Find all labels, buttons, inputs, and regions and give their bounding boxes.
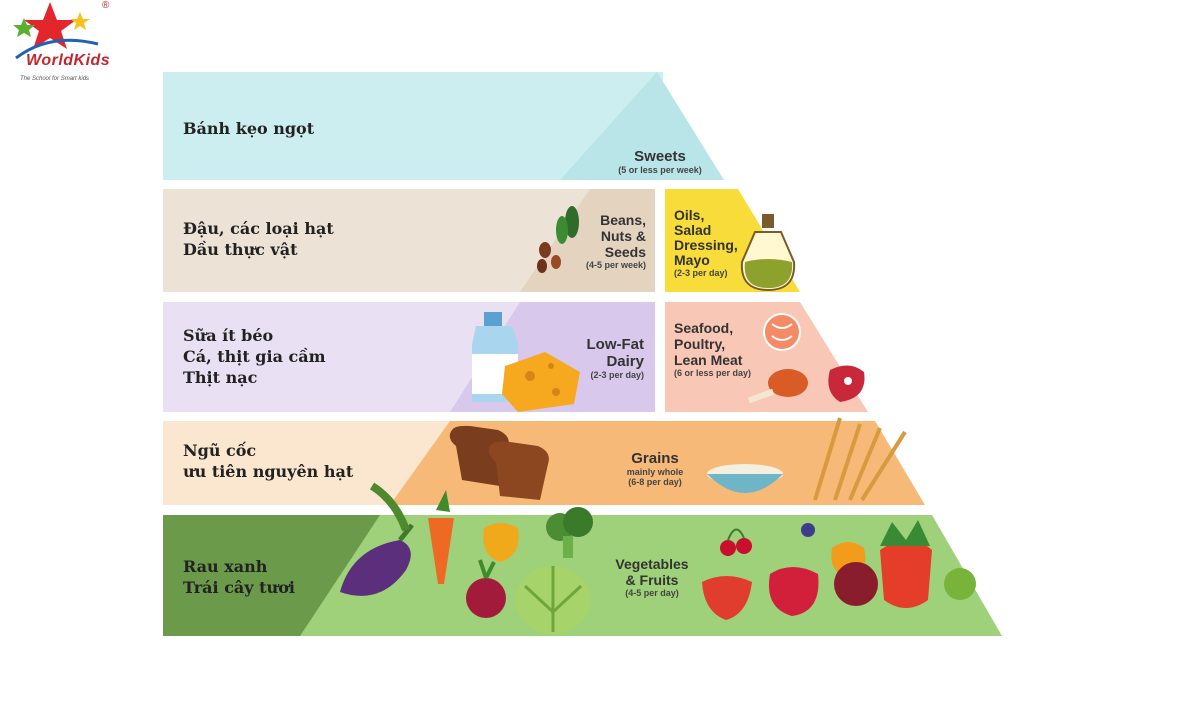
dairy-illustration — [472, 312, 580, 412]
tier-meat — [665, 302, 868, 412]
tier-sweets — [560, 72, 724, 180]
level-label-grains-vn: Ngũ cốc ưu tiên nguyên hạt — [183, 441, 354, 481]
logo-tagline: The School for Smart kids — [20, 76, 90, 82]
worldkids-logo: ® WorldKids The School for Smart kids — [10, 0, 120, 90]
oil-bottle-illustration — [740, 214, 796, 292]
level-label-sweets-vn: Bánh kẹo ngọt — [183, 119, 315, 138]
star-icon — [13, 2, 99, 60]
meat-illustration — [747, 313, 865, 404]
grains-illustration — [449, 417, 907, 502]
level-label-vegetables-vn: Rau xanh Trái cây tươi — [183, 557, 295, 597]
level-label-beans-vn: Đậu, các loại hạt Dầu thực vật — [183, 219, 334, 259]
registered-mark: ® — [102, 0, 110, 11]
group-label-dairy: Low-Fat Dairy (2-3 per day) — [586, 336, 645, 380]
level-label-dairy-vn: Sữa ít béo Cá, thịt gia cầm Thịt nạc — [183, 326, 326, 387]
logo-name: WorldKids — [26, 52, 111, 69]
vegetables-fruits-illustration — [340, 482, 976, 634]
group-label-meat: Seafood, Poultry, Lean Meat (6 or less p… — [674, 320, 752, 378]
beans-illustration — [537, 206, 579, 273]
group-label-vegetables-fruits: Vegetables & Fruits (4-5 per day) — [615, 556, 689, 598]
group-label-oils: Oils, Salad Dressing, Mayo (2-3 per day) — [674, 207, 738, 279]
group-label-sweets: Sweets (5 or less per week) — [618, 148, 702, 175]
group-label-beans: Beans, Nuts & Seeds (4-5 per week) — [585, 212, 646, 270]
group-label-grains: Grains mainly whole (6-8 per day) — [626, 450, 684, 487]
